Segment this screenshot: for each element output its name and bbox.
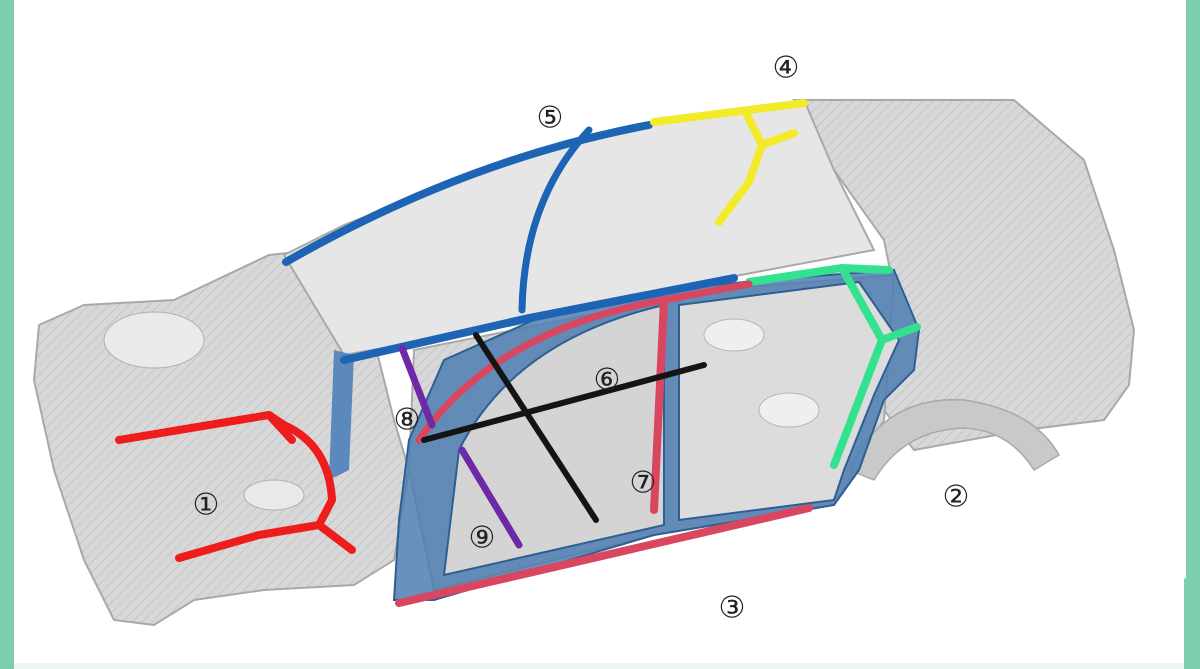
rear-seat-pan-lower: [758, 392, 820, 428]
load-path-floor-cross-members: [421, 332, 707, 523]
callout-3: ③: [719, 591, 746, 626]
load-path-rear-rail: [745, 264, 921, 469]
callout-7: ⑦: [630, 466, 657, 501]
left-side-band: [0, 0, 14, 669]
load-path-front-rails: [115, 411, 356, 562]
right-side-band: [1186, 0, 1200, 669]
load-path-sill: [395, 280, 813, 607]
callout-6: ⑥: [594, 363, 621, 398]
a-pillar-lower: [329, 350, 354, 480]
callout-4: ④: [773, 51, 800, 86]
callouts: ① ② ③ ④ ⑤ ⑥ ⑦ ⑧ ⑨: [193, 51, 970, 626]
front-subframe-mount: [243, 479, 305, 511]
load-path-bulkhead-upper: [398, 344, 436, 429]
strut-tower: [103, 311, 205, 369]
load-path-roof-rail: [282, 121, 738, 364]
callout-1: ①: [193, 488, 220, 523]
corner-accent: [1184, 569, 1200, 669]
rear-wheel-arch: [847, 398, 1061, 481]
car-body-diagram: ① ② ③ ④ ⑤ ⑥ ⑦ ⑧ ⑨: [32, 51, 1136, 627]
callout-8: ⑧: [394, 403, 421, 438]
load-path-bulkhead-lower: [458, 446, 523, 549]
callout-5: ⑤: [537, 101, 564, 136]
load-path-rear-roof-rail: [650, 99, 808, 226]
load-paths: [115, 99, 921, 607]
callout-9: ⑨: [469, 521, 496, 556]
rear-seat-pan: [703, 318, 765, 352]
bottom-band: [14, 663, 1186, 669]
callout-2: ②: [943, 480, 970, 515]
